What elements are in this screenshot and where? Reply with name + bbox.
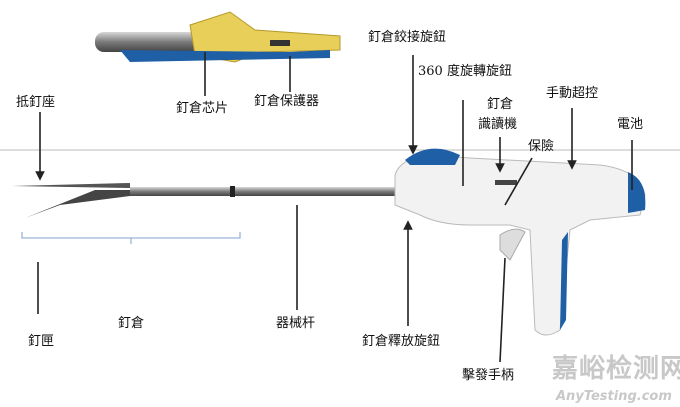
label-cartridge-reader-2: 識讀機: [478, 117, 518, 132]
label-firing-handle: 擊發手柄: [462, 368, 515, 383]
cartridge-inset: [95, 11, 341, 63]
label-rotation-knob: 360 度旋轉旋鈕: [418, 64, 512, 79]
shaft: [130, 187, 400, 196]
label-cartridge-chip: 釘倉芯片: [176, 101, 229, 116]
label-cartridge-release: 釘倉釋放旋鈕: [362, 334, 441, 349]
label-shaft: 器械杆: [276, 316, 316, 331]
label-cartridge: 釘倉: [118, 316, 145, 331]
watermark-cn: 嘉峪检测网: [552, 354, 680, 384]
leader-lines: [35, 52, 633, 363]
label-anvil: 抵釘座: [16, 95, 56, 110]
label-staple-magazine: 釘匣: [28, 334, 55, 349]
label-manual-override: 手動超控: [546, 86, 599, 101]
jaws: [12, 183, 130, 218]
handle-body: [394, 148, 646, 336]
label-articulation-knob: 釘倉鉸接旋鈕: [368, 30, 447, 45]
label-cartridge-reader-1: 釘倉: [487, 97, 514, 112]
label-safety: 保險: [528, 139, 555, 154]
cartridge-bracket: [21, 232, 241, 244]
label-battery: 電池: [617, 117, 644, 132]
label-cartridge-protector: 釘倉保護器: [254, 94, 320, 109]
watermark-en: AnyTesting.com: [556, 389, 672, 404]
